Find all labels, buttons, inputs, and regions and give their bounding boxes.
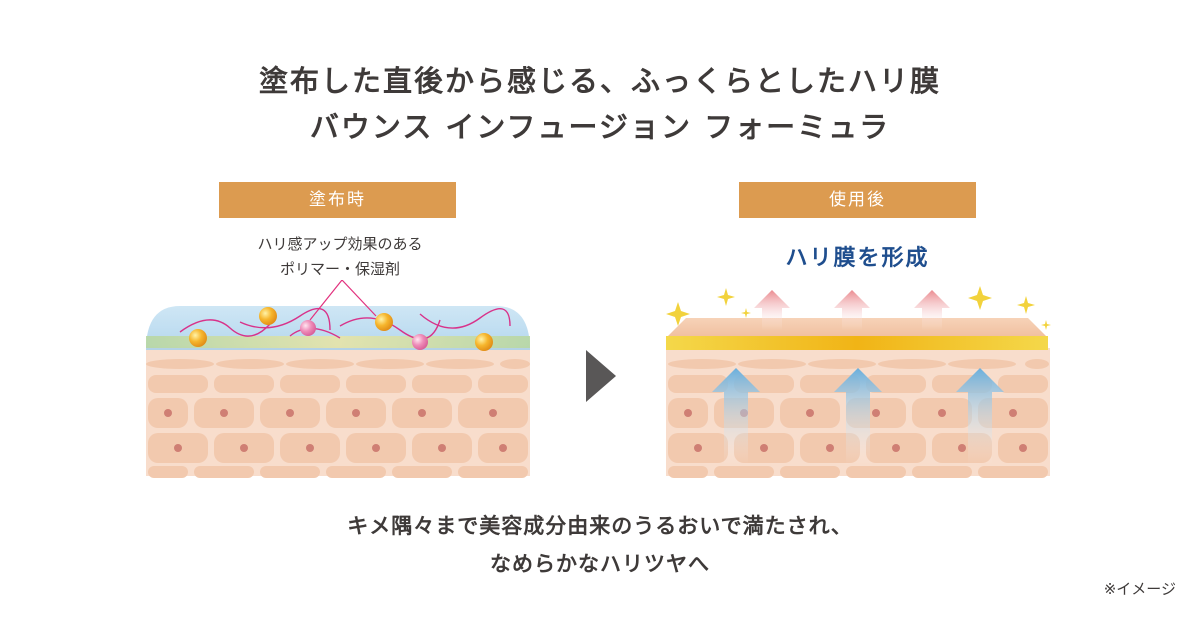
main-title-line1: 塗布した直後から感じる、ふっくらとしたハリ膜 xyxy=(258,64,941,98)
pink-up-arrows xyxy=(754,290,950,330)
transition-arrow-icon xyxy=(586,350,616,402)
blue-up-arrows xyxy=(712,368,1004,465)
summary-line1: キメ隅々まで美容成分由来のうるおいで満たされ、 xyxy=(347,514,853,538)
after-label-badge: 使用後 xyxy=(739,182,976,218)
skin-before-illustration xyxy=(146,280,530,478)
firm-film-heading: ハリ膜を形成 xyxy=(785,246,930,271)
image-footnote: ※イメージ xyxy=(1103,580,1176,598)
skin-cells xyxy=(146,359,530,478)
polymer-note-line2: ポリマー・保湿剤 xyxy=(279,260,400,278)
skin-after-illustration xyxy=(666,286,1051,478)
before-label-badge: 塗布時 xyxy=(219,182,456,218)
pointer-lines xyxy=(309,280,377,321)
moisture-balls xyxy=(189,307,493,351)
summary-line2: なめらかなハリツヤへ xyxy=(490,552,710,576)
sparkle-icons xyxy=(666,286,1051,330)
firm-film-gold-band xyxy=(666,336,1048,350)
main-title-line2: バウンス インフュージョン フォーミュラ xyxy=(309,110,891,144)
polymer-note-line1: ハリ感アップ効果のある xyxy=(257,235,423,253)
